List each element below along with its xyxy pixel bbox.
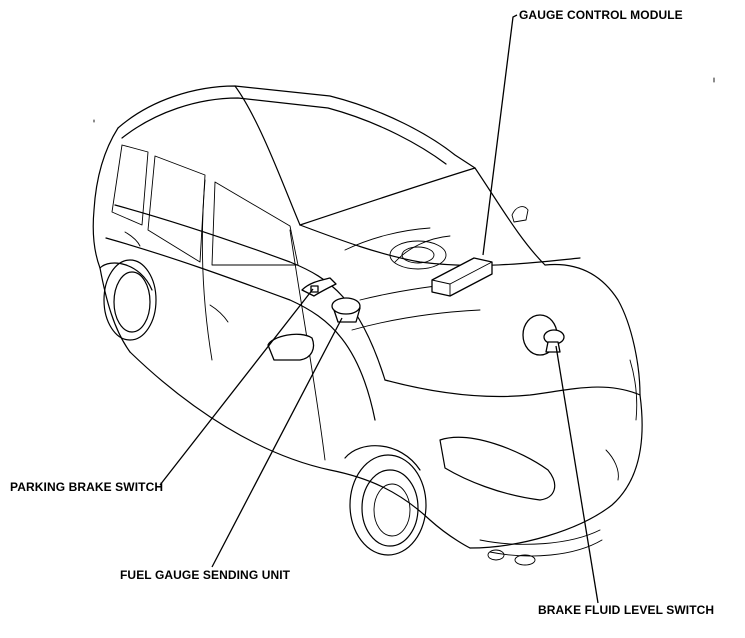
label-brake-fluid-level-switch: BRAKE FLUID LEVEL SWITCH bbox=[538, 603, 715, 617]
car-body bbox=[92, 85, 643, 566]
label-parking-brake-switch: PARKING BRAKE SWITCH bbox=[10, 480, 164, 494]
label-gauge-control-module: GAUGE CONTROL MODULE bbox=[519, 8, 683, 22]
parking-brake-switch-part bbox=[301, 277, 337, 297]
leader-fuel-gauge-sending-unit bbox=[211, 317, 343, 568]
rear-wheel bbox=[99, 259, 157, 341]
label-fuel-gauge-sending-unit: FUEL GAUGE SENDING UNIT bbox=[120, 568, 291, 582]
leader-gauge-control-module bbox=[482, 14, 518, 256]
brake-fluid-level-switch-part bbox=[522, 314, 565, 356]
front-wheel bbox=[344, 445, 427, 556]
leader-parking-brake-switch bbox=[159, 288, 314, 486]
gauge-control-module-part bbox=[431, 257, 493, 297]
fuel-gauge-sending-unit-part bbox=[331, 297, 361, 323]
leader-brake-fluid-level-switch bbox=[555, 345, 599, 604]
